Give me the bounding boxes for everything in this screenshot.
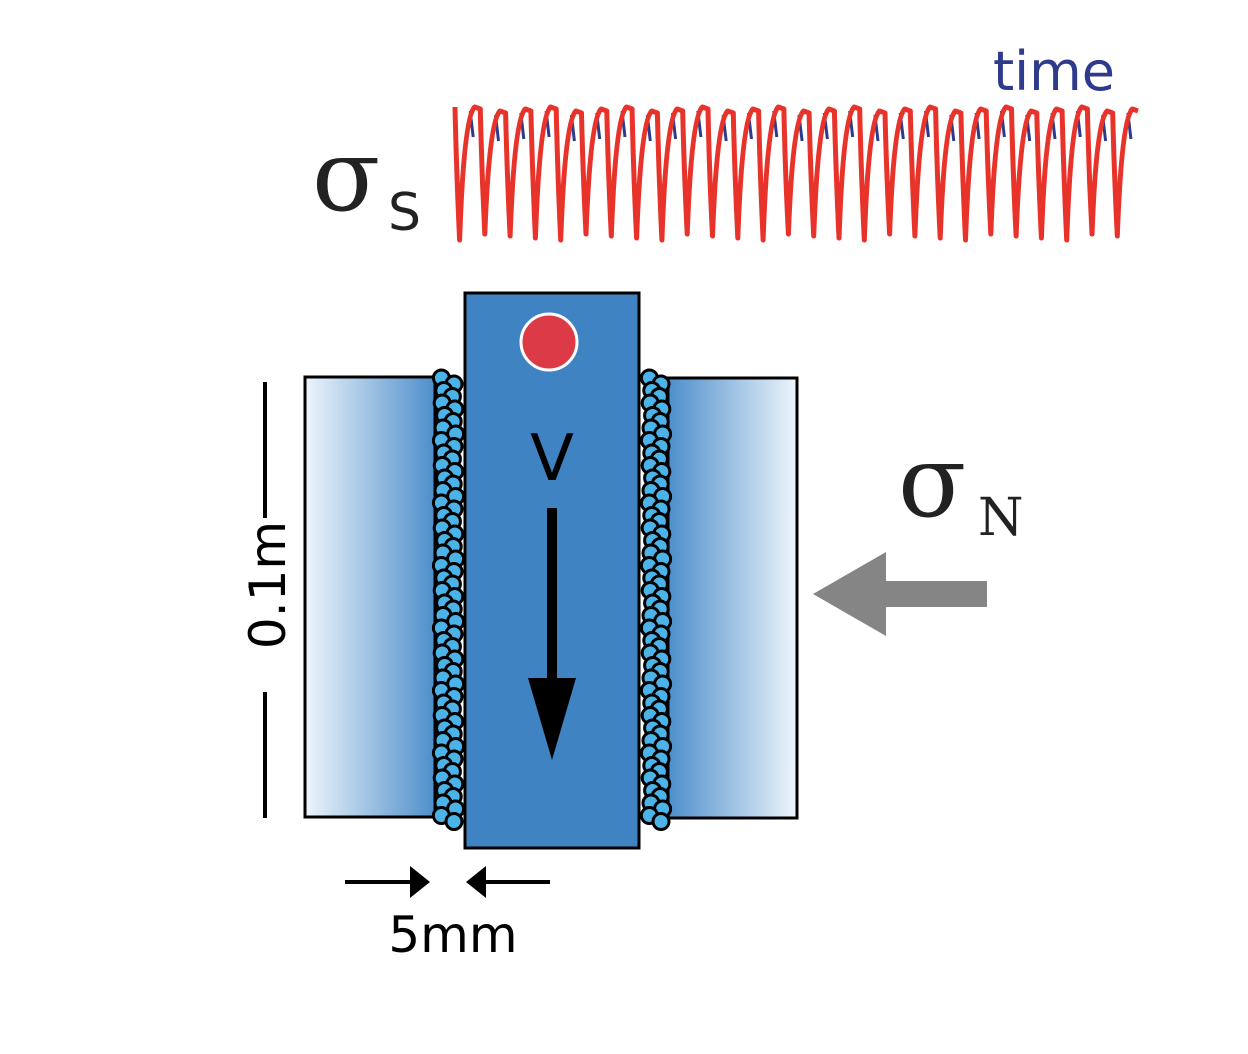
right-gouge-layer: [639, 368, 673, 831]
gouge-particle: [444, 812, 464, 831]
stick-slip-signal: [452, 104, 1139, 243]
time-label: time: [993, 40, 1115, 103]
velocity-arrow: [528, 508, 576, 760]
normal-stress-arrow: [813, 552, 987, 636]
marker-dot: [519, 312, 579, 372]
gap-dimension-label: 5mm: [388, 906, 517, 964]
stick-slip-trace: [452, 104, 1139, 243]
right-side-block: [666, 376, 799, 820]
shear-stress-symbol: σ: [312, 117, 380, 234]
gap-dimension: 5mm: [345, 866, 550, 964]
left-gouge-layer: [431, 368, 466, 831]
height-dimension: 0.1m: [239, 382, 297, 818]
shear-stress-subscript: S: [388, 183, 421, 243]
stick-slip-trace-underlay: [468, 110, 1133, 142]
left-side-block: [303, 375, 437, 819]
height-dimension-label: 0.1m: [239, 521, 297, 649]
normal-stress-subscript: N: [978, 488, 1024, 548]
gouge-particle: [651, 812, 671, 831]
velocity-label: V: [530, 422, 574, 496]
normal-stress-symbol: σ: [898, 423, 966, 540]
